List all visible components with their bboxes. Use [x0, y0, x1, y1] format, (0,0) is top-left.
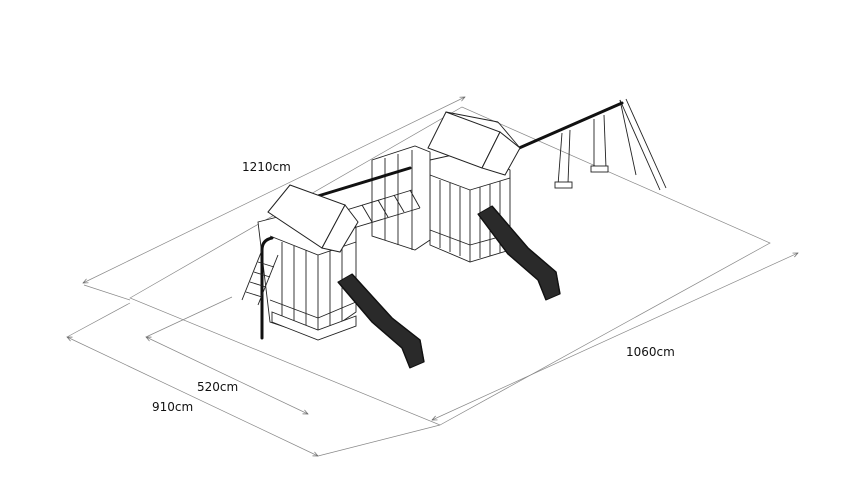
dimension-label-520: 520cm: [197, 380, 238, 394]
right-tower: [429, 149, 511, 263]
right-slide: [477, 205, 561, 301]
dimension-line-1060: [432, 253, 798, 420]
ladder: [241, 249, 279, 306]
dimension-line-910: [67, 302, 441, 456]
fireman-pole: [260, 236, 274, 340]
middle-platform: [371, 145, 431, 251]
dimension-line-1210: [83, 97, 465, 301]
left-slide: [337, 273, 425, 369]
dimension-label-1060: 1060cm: [626, 345, 675, 359]
left-tower-roof: [267, 184, 359, 253]
right-tower-roof: [427, 111, 521, 176]
swing-frame: [508, 98, 667, 191]
dimension-label-910: 910cm: [152, 400, 193, 414]
dimension-label-1210: 1210cm: [242, 160, 291, 174]
